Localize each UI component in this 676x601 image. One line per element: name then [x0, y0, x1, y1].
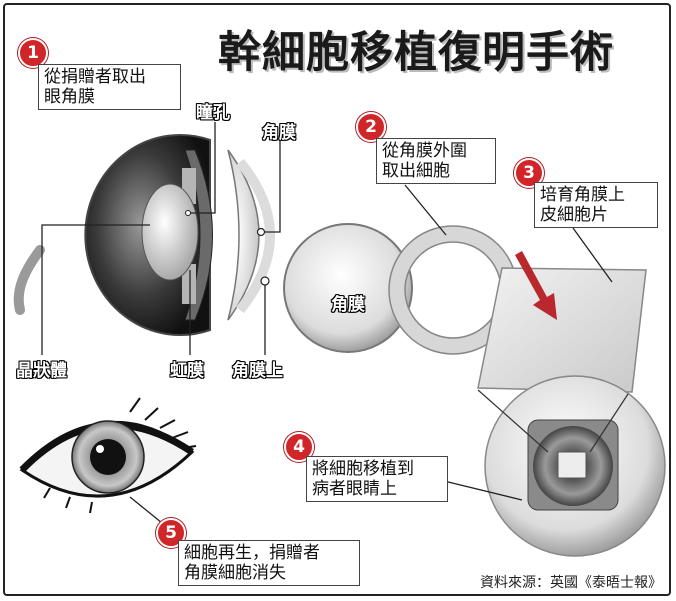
step-4-caption: 將細胞移植到 病者眼睛上	[306, 456, 448, 502]
label-lens: 晶狀體	[16, 361, 67, 381]
step4-leader	[439, 479, 523, 501]
source-credit: 資料來源：英國《泰晤士報》	[480, 575, 662, 591]
cell-sheet-group	[477, 251, 647, 393]
label-cornea-disc: 角膜	[331, 295, 365, 315]
step-1-caption: 從捐贈者取出 眼角膜	[38, 64, 181, 110]
pupil-marker-dot	[185, 210, 191, 216]
label-corneal-epithelium: 角膜上	[232, 361, 283, 381]
patient-eye-group	[477, 375, 666, 557]
step-1-line-2: 眼角膜	[44, 87, 95, 107]
frame-border	[3, 3, 671, 596]
cornea-disc-group	[283, 223, 518, 355]
step-2-line-1: 從角膜外圍	[382, 141, 467, 161]
cornea-disc	[283, 223, 413, 353]
step-3-line-2: 皮細胞片	[540, 205, 608, 225]
eye-cross-section	[13, 134, 275, 336]
sheet-to-eye-line-right	[589, 393, 629, 453]
sheet-to-eye-line-left	[477, 389, 549, 453]
label-iris: 虹膜	[170, 361, 204, 381]
step-4-line-1: 將細胞移植到	[312, 459, 414, 479]
step-5-line-2: 角膜細胞消失	[184, 563, 286, 583]
step-2-caption: 從角膜外圍 取出細胞	[376, 138, 496, 184]
limbal-ring-inner	[404, 241, 502, 339]
cell-sheet	[477, 267, 647, 393]
iris-lower	[182, 264, 196, 304]
label-cornea-top: 角膜	[262, 123, 296, 143]
eyelashes	[43, 397, 197, 514]
eye-label-leaders	[41, 122, 281, 355]
epithelium-marker-dot	[260, 276, 270, 286]
graft-square	[557, 451, 587, 479]
healed-eye-group	[19, 397, 197, 514]
step2-leader	[404, 184, 447, 236]
page-title: 幹細胞移植復明手術	[218, 28, 614, 78]
iris-band	[184, 149, 213, 321]
step-3-caption: 培育角膜上 皮細胞片	[534, 182, 658, 228]
step3-leader	[572, 227, 613, 283]
step-1-badge: 1	[18, 38, 48, 68]
healthy-pupil	[90, 439, 126, 475]
cornea-outer	[236, 158, 275, 314]
cornea-curve	[227, 149, 260, 321]
eye-highlight	[96, 445, 104, 453]
step-1-line-1: 從捐贈者取出	[44, 67, 146, 87]
label-pupil: 瞳孔	[196, 103, 230, 123]
step-4-line-2: 病者眼睛上	[312, 479, 397, 499]
step-5-line-1: 細胞再生，捐贈者	[184, 543, 320, 563]
arrow-icon	[515, 251, 557, 320]
step-5-caption: 細胞再生，捐贈者 角膜細胞消失	[178, 540, 360, 586]
lens-shape	[141, 183, 199, 281]
step-2-line-2: 取出細胞	[382, 161, 450, 181]
step-3-line-1: 培育角膜上	[540, 185, 625, 205]
step-2-badge: 2	[356, 112, 386, 142]
optic-nerve	[13, 245, 45, 315]
cornea-marker-dot	[256, 227, 266, 237]
